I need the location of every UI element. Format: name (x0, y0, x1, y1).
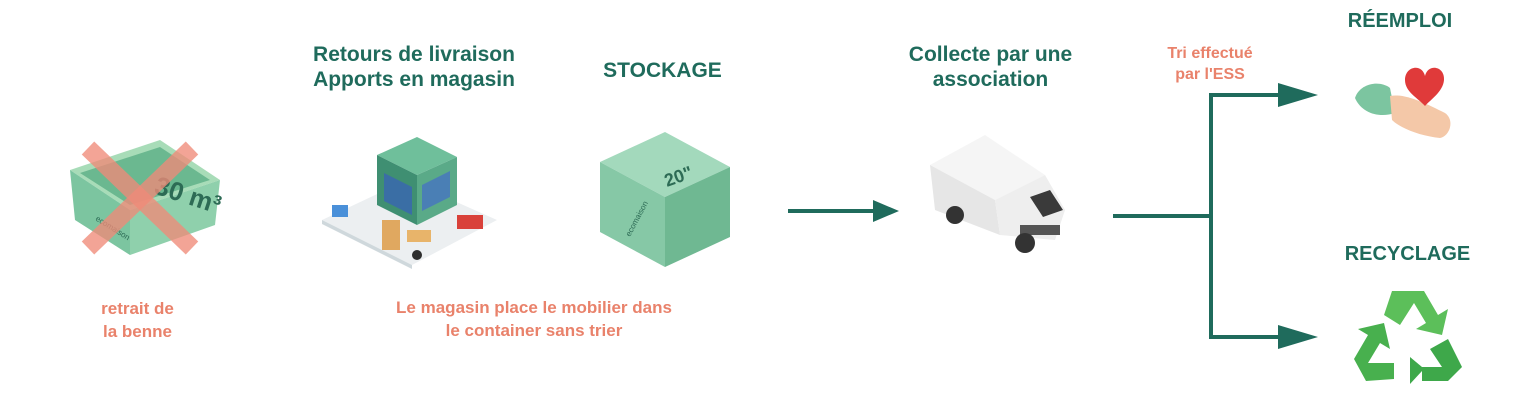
arrow-icon (1278, 325, 1318, 349)
reemploi-title: RÉEMPLOI (1347, 10, 1453, 32)
branch-connector (1113, 83, 1318, 349)
container-icon: 20" ecomaison (600, 132, 730, 267)
retours-title: Retours de livraison Apports en magasin (283, 42, 545, 92)
stockage-title: STOCKAGE (603, 59, 722, 82)
magasin-note-line-1: Le magasin place le mobilier dans (396, 298, 672, 317)
recyclage-title: RECYCLAGE (1344, 243, 1471, 265)
collecte-title: Collecte par une association (878, 42, 1103, 92)
benne-caption-line-2: la benne (103, 322, 172, 341)
tri-caption: Tri effectué par l'ESS (1145, 43, 1275, 85)
store-icon (322, 137, 497, 269)
collecte-title-line-2: association (932, 68, 1049, 91)
arrow-icon (1278, 83, 1318, 107)
magasin-note: Le magasin place le mobilier dans le con… (360, 296, 708, 342)
recycle-icon (1354, 291, 1462, 384)
van-icon (930, 135, 1065, 253)
benne-caption-line-1: retrait de (101, 299, 174, 318)
arrow-icon (788, 200, 899, 222)
tri-caption-line-2: par l'ESS (1175, 66, 1245, 83)
magasin-note-line-2: le container sans trier (445, 321, 623, 340)
hand-heart-icon (1355, 67, 1451, 138)
cross-icon (81, 141, 199, 255)
collecte-title-line-1: Collecte par une (908, 43, 1073, 66)
benne-caption: retrait de la benne (70, 297, 205, 343)
retours-title-line-2: Apports en magasin (313, 68, 515, 91)
tri-caption-line-1: Tri effectué (1167, 45, 1253, 62)
retours-title-line-1: Retours de livraison (313, 43, 515, 66)
